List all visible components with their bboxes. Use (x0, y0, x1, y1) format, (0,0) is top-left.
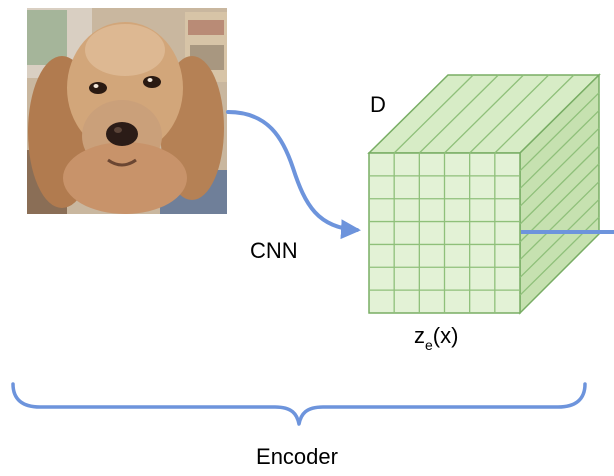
encoder-label: Encoder (256, 444, 338, 469)
side-grid-line (519, 181, 600, 261)
side-grid-line (519, 110, 600, 190)
top-grid-line (469, 74, 550, 154)
side-grid-line (519, 145, 600, 225)
top-grid-line (444, 74, 524, 154)
input-arrow (226, 110, 361, 240)
side-grid-line (519, 127, 600, 207)
feature-cube (367, 73, 601, 315)
output-label: ze(x) (414, 323, 458, 353)
top-grid-line (393, 74, 474, 154)
side-grid-line (519, 163, 600, 243)
top-grid-line (418, 74, 499, 154)
dog-photo (27, 8, 227, 214)
depth-label: D (370, 92, 386, 117)
cube-grid (369, 74, 600, 313)
encoder-brace (11, 382, 587, 426)
side-grid-line (519, 198, 600, 278)
output-label-arg: (x) (433, 323, 459, 348)
output-label-main: z (414, 323, 425, 348)
cnn-label: CNN (250, 238, 298, 263)
output-label-subscript: e (425, 337, 433, 353)
side-grid-line (519, 92, 600, 172)
top-grid-line (494, 74, 575, 154)
